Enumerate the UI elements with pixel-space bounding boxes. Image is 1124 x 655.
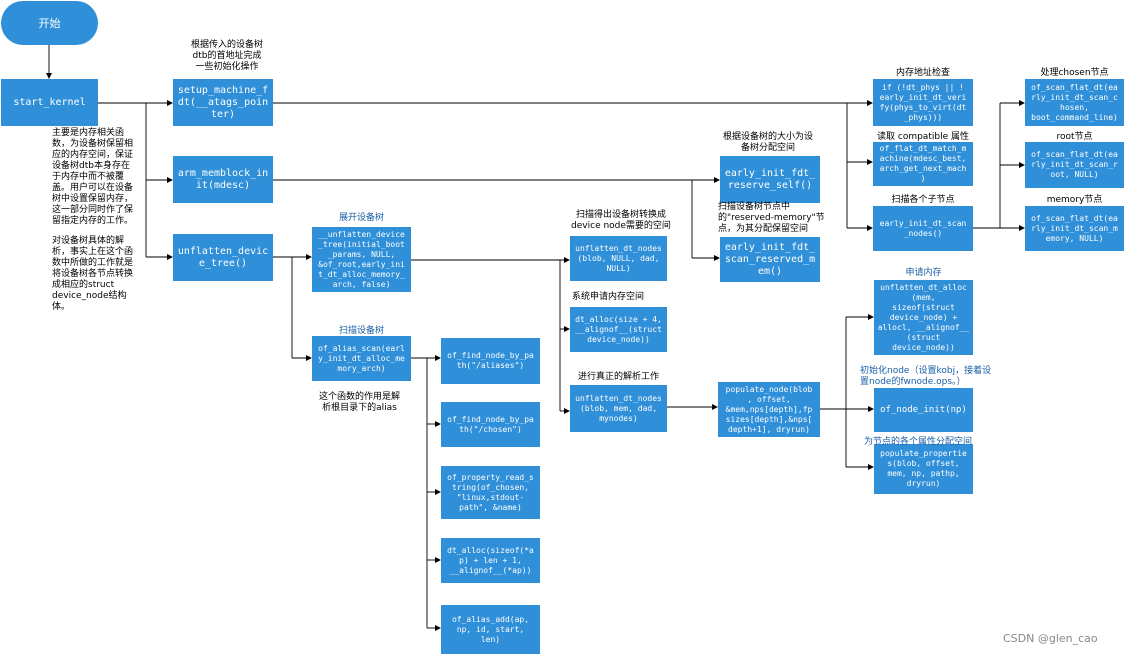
note-real-parse: 进行真正的解析工作 <box>578 372 660 382</box>
box-populate-properties: populate_propertie s(blob, offset, mem, … <box>874 444 973 494</box>
note-alias-desc: 这个函数的作用是解 析根目录下的alias <box>318 392 400 413</box>
box-early-init-fdt-reserve-self: early_init_fdt_ reserve_self() <box>720 156 820 203</box>
note-kernel-desc: 主要是内存相关函 数，为设备树保留相 应的内存空间，保证 设备树dtb本身存在 … <box>52 128 134 226</box>
box-unflatten-device-tree: unflatten_devic e_tree() <box>173 234 273 281</box>
note-alloc-props: 为节点的各个属性分配空间 <box>864 437 973 447</box>
box-scan-memory: of_scan_flat_dt(ea rly_init_dt_scan_m em… <box>1025 206 1124 251</box>
box-arm-memblock-init: arm_memblock_in it(mdesc) <box>173 156 273 203</box>
note-unflatten-desc: 对设备树具体的解 析，事实上在这个函 数中所做的工作就是 将设备树各节点转换 成… <box>52 236 134 312</box>
box-scan-root: of_scan_flat_dt(ea rly_init_dt_scan_r oo… <box>1025 142 1124 188</box>
box-early-init-dt-verify: if (!dt_phys || ! early_init_dt_veri fy(… <box>873 79 973 126</box>
note-mem-check: 内存地址检查 <box>895 68 950 78</box>
note-reserve-by-size: 根据设备树的大小为设 备树分配空间 <box>722 132 813 153</box>
note-reserved-memory: 扫描设备树节点中 的"reserved-memory"节 点，为其分配保留空间 <box>718 202 825 234</box>
box-early-init-dt-scan-nodes: early_init_dt_scan _nodes() <box>873 206 973 251</box>
box-flat-dt-match-machine: of_flat_dt_match_m achine(mdesc_best, ar… <box>873 142 973 186</box>
note-scan-size: 扫描得出设备树转换成 device node需要的空间 <box>571 210 671 231</box>
box-scan-chosen: of_scan_flat_dt(ea rly_init_dt_scan_c ho… <box>1025 79 1124 126</box>
box-unflatten-dt-nodes-null: unflatten_dt_nodes (blob, NULL, dad, NUL… <box>570 236 667 281</box>
box-property-read-string: of_property_read_s tring(of_chosen, "lin… <box>441 466 540 519</box>
note-apply-mem: 申请内存 <box>905 268 942 278</box>
note-root-node: root节点 <box>1056 132 1093 142</box>
box-start-kernel: start_kernel <box>1 79 98 126</box>
box-setup-machine-fdt: setup_machine_f dt(__atags_poin ter) <box>173 79 273 126</box>
box-populate-node: populate_node(blob , offset, &mem,nps[de… <box>718 382 820 437</box>
box-find-node-chosen: of_find_node_by_pa th("/chosen") <box>441 402 540 447</box>
box-dt-alloc-size: dt_alloc(size + 4, __alignof__(struct de… <box>570 307 667 352</box>
note-scan-children: 扫描各个子节点 <box>891 195 955 205</box>
box-unflatten-dt-alloc: unflatten_dt_alloc (mem, sizeof(struct d… <box>874 280 973 355</box>
box-early-init-fdt-scan-reserved-mem: early_init_fdt_ scan_reserved_m em() <box>720 237 820 282</box>
box-dt-alloc-ap: dt_alloc(sizeof(*a p) + len + 1, __align… <box>441 538 540 583</box>
watermark: CSDN @glen_cao <box>1003 632 1098 645</box>
box-inner-unflatten-device-tree: __unflatten_device _tree(initial_boot _p… <box>312 227 411 292</box>
note-sys-alloc: 系统申请内存空间 <box>572 292 645 302</box>
box-find-node-aliases: of_find_node_by_pa th("/aliases") <box>441 338 540 384</box>
note-scan-dt: 扫描设备树 <box>338 326 384 336</box>
box-of-alias-scan: of_alias_scan(earl y_init_dt_alloc_me mo… <box>312 336 411 381</box>
box-alias-add: of_alias_add(ap, np, id, start, len) <box>441 605 540 654</box>
note-memory-node: memory节点 <box>1046 195 1103 205</box>
note-init-node: 初始化node（设置kobj，接着设 置node的fwnode.ops。） <box>860 366 992 387</box>
box-unflatten-dt-nodes-mem: unflatten_dt_nodes (blob, mem, dad, myno… <box>570 385 667 432</box>
start-node: 开始 <box>1 1 98 45</box>
note-chosen-node: 处理chosen节点 <box>1040 68 1109 78</box>
note-setup-desc: 根据传入的设备树 dtb的首地址完成 一些初始化操作 <box>190 40 263 72</box>
box-of-node-init: of_node_init(np) <box>874 388 973 432</box>
note-read-compatible: 读取 compatible 属性 <box>877 132 969 142</box>
note-expand-dt: 展开设备树 <box>338 213 384 223</box>
